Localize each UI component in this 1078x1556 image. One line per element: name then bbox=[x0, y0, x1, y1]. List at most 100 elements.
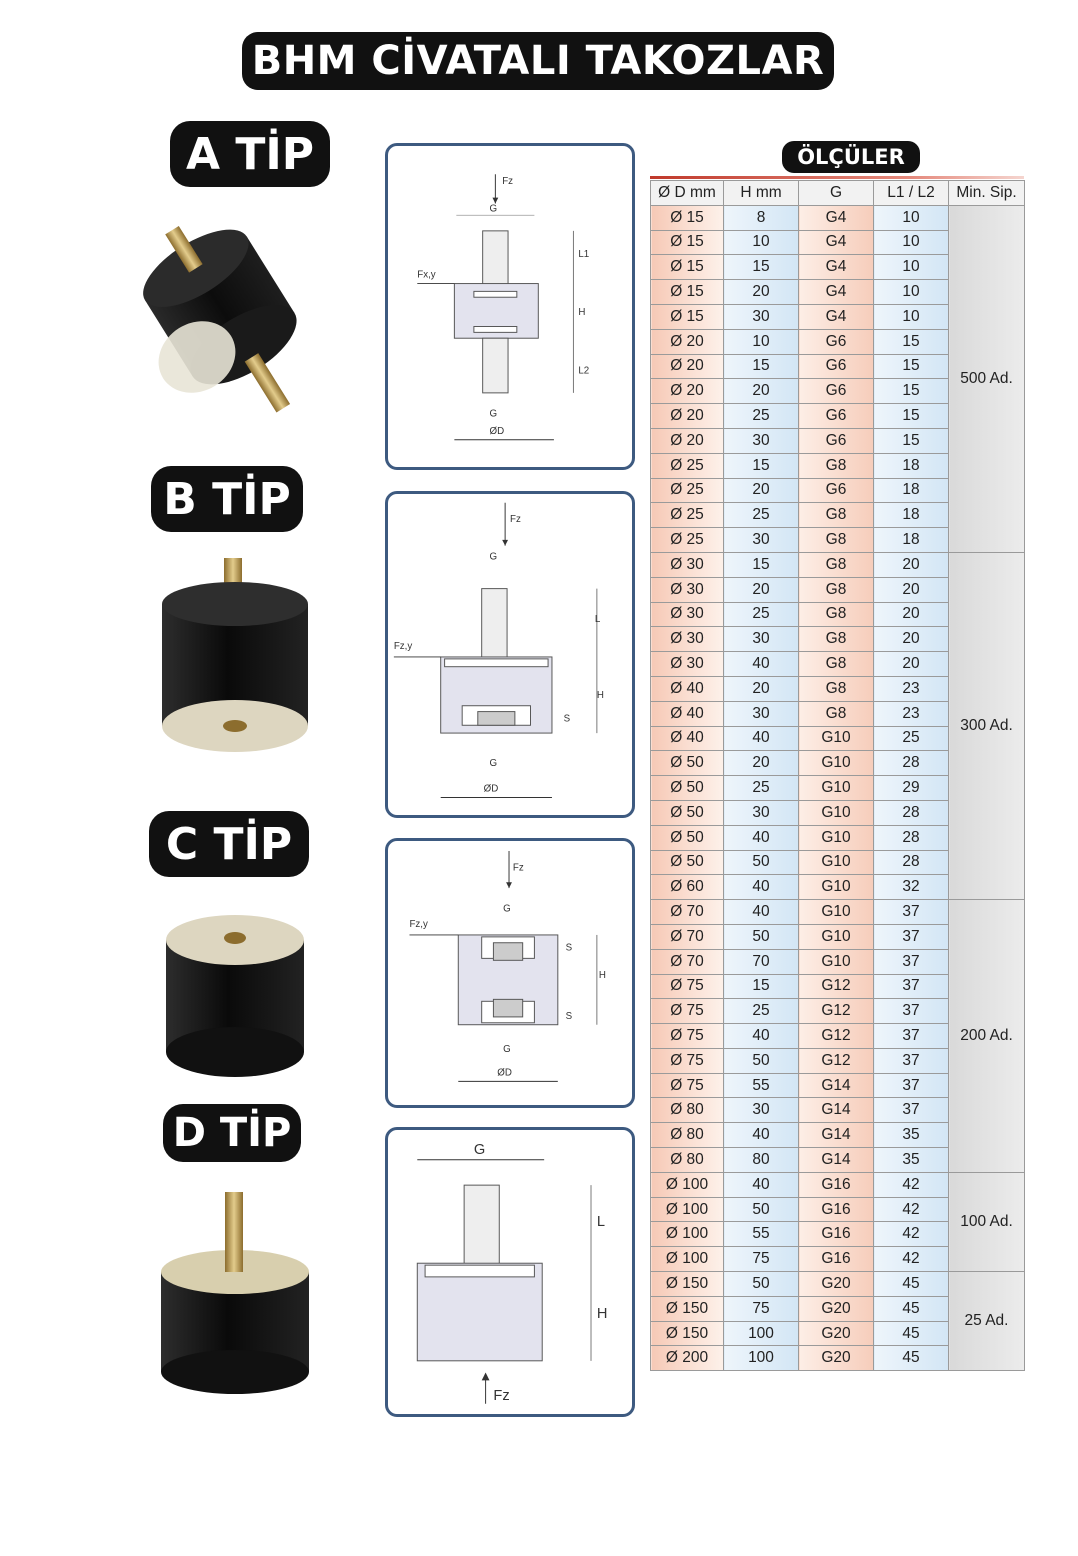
product-photo-a bbox=[143, 225, 297, 413]
cell-thread: G14 bbox=[798, 1072, 874, 1099]
column-header-height: H mm bbox=[723, 180, 799, 206]
cell-height: 30 bbox=[723, 303, 799, 330]
cell-height: 30 bbox=[723, 1097, 799, 1124]
cell-min-order: 200 Ad. bbox=[948, 899, 1025, 1173]
cell-length: 45 bbox=[873, 1345, 949, 1372]
label-fz: Fz bbox=[513, 863, 524, 874]
cell-thread: G8 bbox=[798, 502, 874, 529]
cell-height: 30 bbox=[723, 626, 799, 653]
cell-diameter: Ø 25 bbox=[650, 502, 724, 529]
cell-thread: G16 bbox=[798, 1246, 874, 1273]
cell-thread: G14 bbox=[798, 1147, 874, 1173]
cell-thread: G16 bbox=[798, 1221, 874, 1248]
cell-thread: G10 bbox=[798, 750, 874, 777]
cell-diameter: Ø 150 bbox=[650, 1320, 724, 1347]
cell-length: 18 bbox=[873, 527, 949, 553]
cell-length: 15 bbox=[873, 328, 949, 355]
column-header-diameter: Ø D mm bbox=[650, 180, 724, 206]
column-header-length: L1 / L2 bbox=[873, 180, 949, 206]
cell-length: 15 bbox=[873, 378, 949, 405]
cell-diameter: Ø 20 bbox=[650, 328, 724, 355]
cell-length: 10 bbox=[873, 229, 949, 256]
cell-length: 20 bbox=[873, 576, 949, 603]
diagram-b: Fz G Fz,y L H S G ØD bbox=[385, 491, 635, 818]
cell-thread: G8 bbox=[798, 527, 874, 553]
cell-height: 15 bbox=[723, 353, 799, 380]
cell-height: 50 bbox=[723, 1271, 799, 1297]
cell-thread: G4 bbox=[798, 204, 874, 231]
cell-diameter: Ø 20 bbox=[650, 378, 724, 405]
cell-height: 30 bbox=[723, 527, 799, 553]
type-label-c: C TİP bbox=[149, 811, 309, 877]
cell-height: 100 bbox=[723, 1320, 799, 1347]
cell-diameter: Ø 30 bbox=[650, 601, 724, 628]
cell-length: 37 bbox=[873, 1047, 949, 1074]
cell-length: 28 bbox=[873, 799, 949, 826]
cell-height: 55 bbox=[723, 1221, 799, 1248]
cell-diameter: Ø 50 bbox=[650, 824, 724, 851]
cell-length: 42 bbox=[873, 1196, 949, 1223]
cell-thread: G8 bbox=[798, 700, 874, 727]
cell-length: 42 bbox=[873, 1246, 949, 1273]
cell-length: 29 bbox=[873, 775, 949, 801]
type-label-d: D TİP bbox=[163, 1104, 301, 1162]
cell-height: 25 bbox=[723, 403, 799, 429]
cell-height: 100 bbox=[723, 1345, 799, 1372]
cell-thread: G8 bbox=[798, 675, 874, 702]
cell-height: 15 bbox=[723, 973, 799, 1000]
cell-diameter: Ø 75 bbox=[650, 973, 724, 1000]
label-od: ØD bbox=[484, 784, 499, 795]
cell-height: 10 bbox=[723, 229, 799, 256]
label-fxy: Fx,y bbox=[417, 270, 436, 281]
cell-length: 37 bbox=[873, 1023, 949, 1049]
cell-thread: G10 bbox=[798, 849, 874, 876]
cell-thread: G12 bbox=[798, 1023, 874, 1049]
label-g-top: G bbox=[490, 203, 498, 214]
cell-length: 35 bbox=[873, 1147, 949, 1173]
cell-thread: G20 bbox=[798, 1295, 874, 1322]
cell-diameter: Ø 200 bbox=[650, 1345, 724, 1372]
cell-thread: G10 bbox=[798, 948, 874, 975]
label-h: H bbox=[597, 1306, 608, 1322]
cell-diameter: Ø 20 bbox=[650, 353, 724, 380]
cell-diameter: Ø 75 bbox=[650, 1047, 724, 1074]
diagram-a: Fz G Fx,y L1 H L2 G ØD bbox=[385, 143, 635, 470]
cell-height: 25 bbox=[723, 998, 799, 1025]
cell-height: 75 bbox=[723, 1246, 799, 1273]
cell-diameter: Ø 100 bbox=[650, 1221, 724, 1248]
cell-thread: G12 bbox=[798, 1047, 874, 1074]
cell-diameter: Ø 50 bbox=[650, 750, 724, 777]
cell-diameter: Ø 150 bbox=[650, 1295, 724, 1322]
cell-length: 10 bbox=[873, 279, 949, 305]
cell-length: 37 bbox=[873, 948, 949, 975]
cell-height: 80 bbox=[723, 1147, 799, 1173]
cell-height: 30 bbox=[723, 427, 799, 454]
cell-thread: G12 bbox=[798, 973, 874, 1000]
cell-height: 40 bbox=[723, 824, 799, 851]
cell-height: 40 bbox=[723, 1122, 799, 1149]
label-s-top: S bbox=[566, 943, 573, 954]
cell-height: 30 bbox=[723, 799, 799, 826]
cell-thread: G8 bbox=[798, 651, 874, 677]
cell-height: 50 bbox=[723, 923, 799, 950]
product-photo-b bbox=[162, 558, 308, 752]
cell-length: 18 bbox=[873, 477, 949, 504]
table-header-row: Ø D mm H mm G L1 / L2 Min. Sip. bbox=[650, 180, 1025, 206]
cell-thread: G6 bbox=[798, 378, 874, 405]
label-s: S bbox=[564, 713, 571, 724]
